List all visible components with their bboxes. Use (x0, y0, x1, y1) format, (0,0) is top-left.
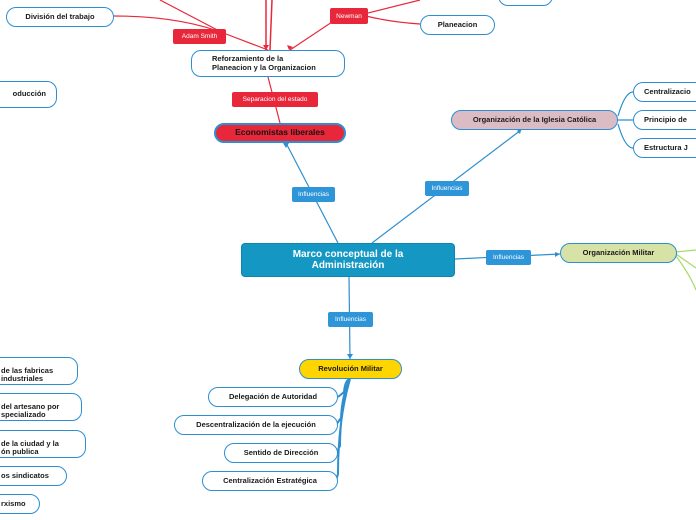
left-1-line2: industriales (1, 374, 44, 384)
tag-separacion[interactable]: Separacion del estado (232, 92, 318, 107)
node-left-2[interactable]: del artesano por specializado (0, 393, 82, 421)
node-revolucion-child-4[interactable]: Centralización Estratégica (202, 471, 338, 491)
edge-top-b (269, 0, 273, 51)
edge-top-c (159, 0, 226, 35)
left-2-line2: specializado (1, 410, 46, 420)
main-topic[interactable]: Marco conceptual de la Administración (241, 243, 455, 277)
node-revolucion-child-1[interactable]: Delegación de Autoridad (208, 387, 338, 407)
tag-influencias-iglesia[interactable]: Influencias (425, 181, 469, 196)
main-topic-line1: Marco conceptual de la (292, 248, 404, 260)
reforzamiento-line2: Planeacion y la Organizacion (212, 62, 316, 72)
reforzamiento-line1: Reforzamiento de la (212, 53, 284, 63)
main-topic-line2: Administración (311, 260, 385, 271)
left-1-line1: de las fabricas (1, 365, 54, 375)
node-revolucion[interactable]: Revolución Militar (299, 359, 402, 379)
node-planeacion[interactable]: Planeacion (420, 15, 495, 35)
node-left-5[interactable]: rxismo (0, 494, 40, 514)
node-iglesia[interactable]: Organización de la Iglesia Católica (451, 110, 618, 130)
node-left-3[interactable]: de la ciudad y la ón publica (0, 430, 86, 458)
node-economistas[interactable]: Economistas liberales (214, 123, 346, 143)
tag-adam-smith[interactable]: Adam Smith (173, 29, 226, 44)
node-left-1[interactable]: de las fabricas industriales (0, 357, 78, 385)
edge-planeacion (365, 15, 421, 25)
tag-newman[interactable]: Newman (330, 8, 368, 24)
tag-influencias-militar[interactable]: Influencias (486, 250, 531, 265)
tag-influencias-economistas[interactable]: Influencias (292, 187, 335, 202)
node-reforzamiento[interactable]: Reforzamiento de la Planeacion y la Orga… (191, 50, 345, 77)
node-iglesia-child-1[interactable]: Centralizacio (633, 82, 696, 102)
node-top-partial[interactable] (498, 0, 553, 6)
node-revolucion-child-3[interactable]: Sentido de Dirección (224, 443, 338, 463)
node-iglesia-child-2[interactable]: Principio de (633, 110, 696, 130)
node-left-4[interactable]: os sindicatos (0, 466, 67, 486)
tag-influencias-revolucion[interactable]: Influencias (328, 312, 373, 327)
edge-iglesia-children (617, 91, 634, 149)
node-iglesia-child-3[interactable]: Estructura J (633, 138, 696, 158)
node-division[interactable]: División del trabajo (6, 7, 114, 27)
edge-militar-green (675, 249, 696, 291)
left-3-line2: ón publica (1, 447, 39, 457)
node-produccion[interactable]: oducción (0, 81, 57, 108)
left-3-line1: de la ciudad y la (1, 438, 59, 448)
edge-revolucion-children (335, 378, 351, 482)
node-revolucion-child-2[interactable]: Descentralización de la ejecución (174, 415, 338, 435)
left-2-line1: del artesano por (1, 401, 60, 411)
node-militar[interactable]: Organización Militar (560, 243, 677, 263)
